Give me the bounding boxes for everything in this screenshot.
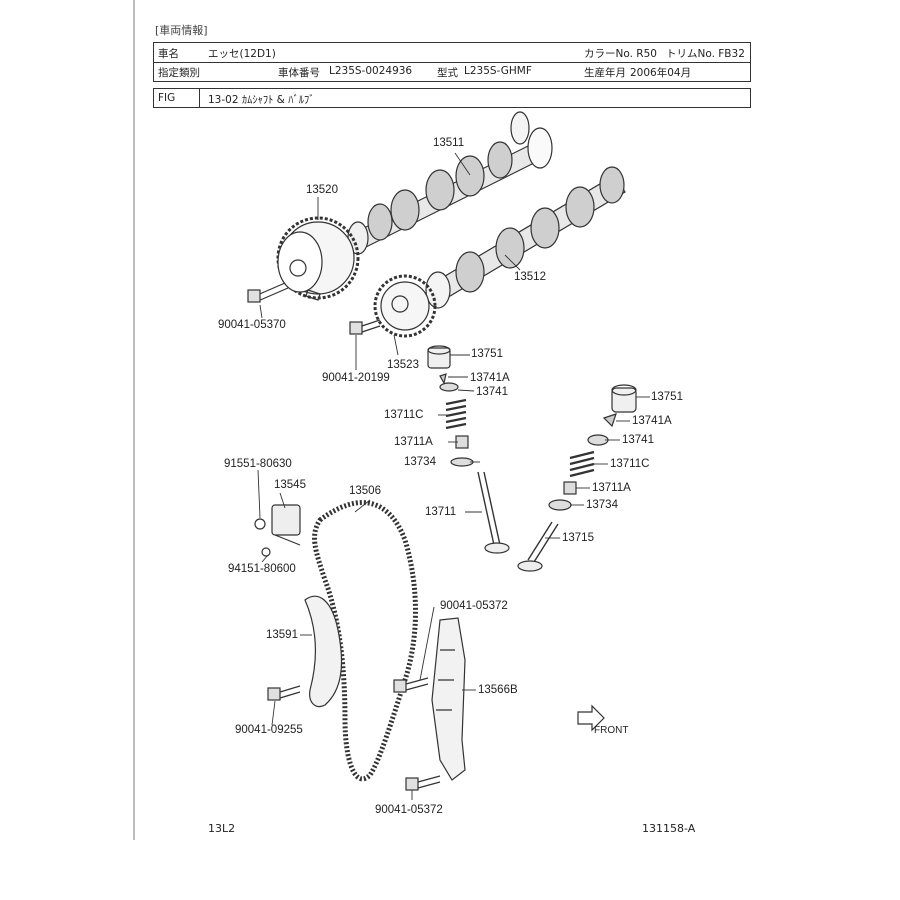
valve-stack-exhaust	[517, 384, 637, 572]
bolt-90041-05370	[247, 282, 289, 303]
production-date-label: 生産年月	[584, 67, 626, 79]
page-edge	[133, 0, 135, 840]
chain-guide-13566B	[431, 617, 466, 781]
part-13751-exhaust: 13751	[651, 391, 683, 403]
part-13711A-intake: 13711A	[394, 436, 433, 448]
part-13741-exhaust: 13741	[622, 434, 654, 446]
vehicle-info-table: 車名 エッセ(12D1) カラーNo. R50 トリムNo. FB32 指定類別…	[153, 42, 751, 82]
part-13512: 13512	[514, 271, 546, 283]
part-13506: 13506	[349, 485, 381, 497]
part-90041-05370: 90041-05370	[218, 319, 286, 331]
tensioner-13545	[254, 504, 301, 557]
bolt-90041-20199	[349, 319, 381, 335]
part-13511: 13511	[433, 137, 465, 149]
part-13741-intake: 13741	[476, 386, 508, 398]
type-label: 指定類別	[158, 67, 200, 79]
vvt-sprocket-13520	[276, 216, 360, 301]
part-91551-80630: 91551-80630	[224, 458, 292, 470]
part-13734-intake: 13734	[404, 456, 436, 468]
part-13734-exhaust: 13734	[586, 499, 618, 511]
vehicle-name-value: エッセ(12D1)	[208, 48, 276, 60]
part-13741A-intake: 13741A	[470, 372, 510, 384]
part-13741A-exhaust: 13741A	[632, 415, 672, 427]
part-13711A-exhaust: 13711A	[592, 482, 631, 494]
part-90041-20199: 90041-20199	[322, 372, 390, 384]
part-90041-05372-lower: 90041-05372	[375, 804, 443, 816]
part-13523: 13523	[387, 359, 419, 371]
part-13591: 13591	[266, 629, 298, 641]
info-row-1: 車名 エッセ(12D1) カラーNo. R50 トリムNo. FB32	[154, 43, 750, 63]
footer-diagram-number: 131158-A	[642, 822, 696, 835]
part-94151-80600: 94151-80600	[228, 563, 296, 575]
vehicle-name-label: 車名	[158, 48, 179, 60]
bolt-90041-05372-upper	[393, 677, 429, 693]
vin-value: L235S-0024936	[329, 65, 413, 77]
model-value: L235S-GHMF	[464, 65, 532, 77]
fig-divider	[199, 89, 200, 107]
timing-chain-13506	[312, 500, 418, 782]
part-90041-05372-upper: 90041-05372	[440, 600, 508, 612]
camshaft-13511	[347, 111, 553, 255]
bolt-90041-09255	[267, 685, 301, 701]
section-title: [車両情報]	[155, 24, 208, 37]
part-13711: 13711	[425, 506, 457, 518]
front-label: FRONT	[594, 725, 629, 736]
sprocket-13523	[373, 274, 437, 338]
vin-label: 車体番号	[278, 67, 320, 79]
part-13715: 13715	[562, 532, 594, 544]
footer-code: 13L2	[208, 822, 236, 835]
color-number: カラーNo. R50	[584, 48, 657, 60]
leader-lines	[257, 152, 650, 800]
part-13751-intake: 13751	[471, 348, 503, 360]
fig-label: FIG	[158, 92, 176, 104]
fig-row: FIG 13-02 ｶﾑｼｬﾌﾄ & ﾊﾞﾙﾌﾞ	[153, 88, 751, 108]
part-13566B: 13566B	[478, 684, 518, 696]
trim-number: トリムNo. FB32	[666, 48, 745, 60]
part-13711C-exhaust: 13711C	[610, 458, 650, 470]
chain-guide-13591	[304, 595, 343, 708]
info-row-2: 指定類別 車体番号 L235S-0024936 型式 L235S-GHMF 生産…	[154, 62, 750, 81]
bolt-90041-05372-lower	[405, 775, 441, 791]
production-date-value: 2006年04月	[630, 67, 692, 79]
part-13545: 13545	[274, 479, 306, 491]
part-90041-09255: 90041-09255	[235, 724, 303, 736]
model-label: 型式	[437, 67, 458, 79]
part-13711C-intake: 13711C	[384, 409, 424, 421]
front-arrow-icon	[577, 704, 605, 732]
part-13520: 13520	[306, 184, 338, 196]
camshaft-13512	[425, 166, 626, 309]
fig-title: 13-02 ｶﾑｼｬﾌﾄ & ﾊﾞﾙﾌﾞ	[208, 94, 315, 106]
